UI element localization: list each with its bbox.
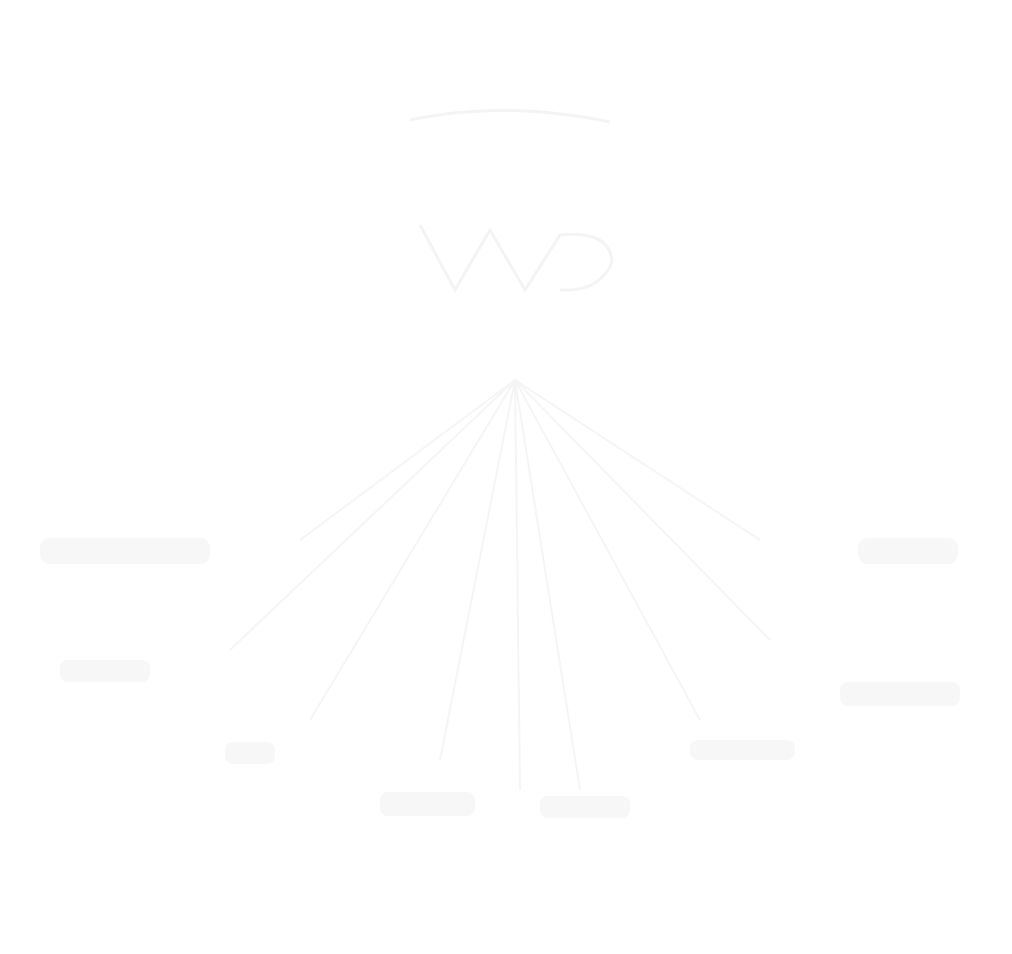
faint-radial-lines xyxy=(229,379,771,791)
faint-logo-mark xyxy=(409,108,614,294)
faint-label-blobs xyxy=(40,538,960,818)
